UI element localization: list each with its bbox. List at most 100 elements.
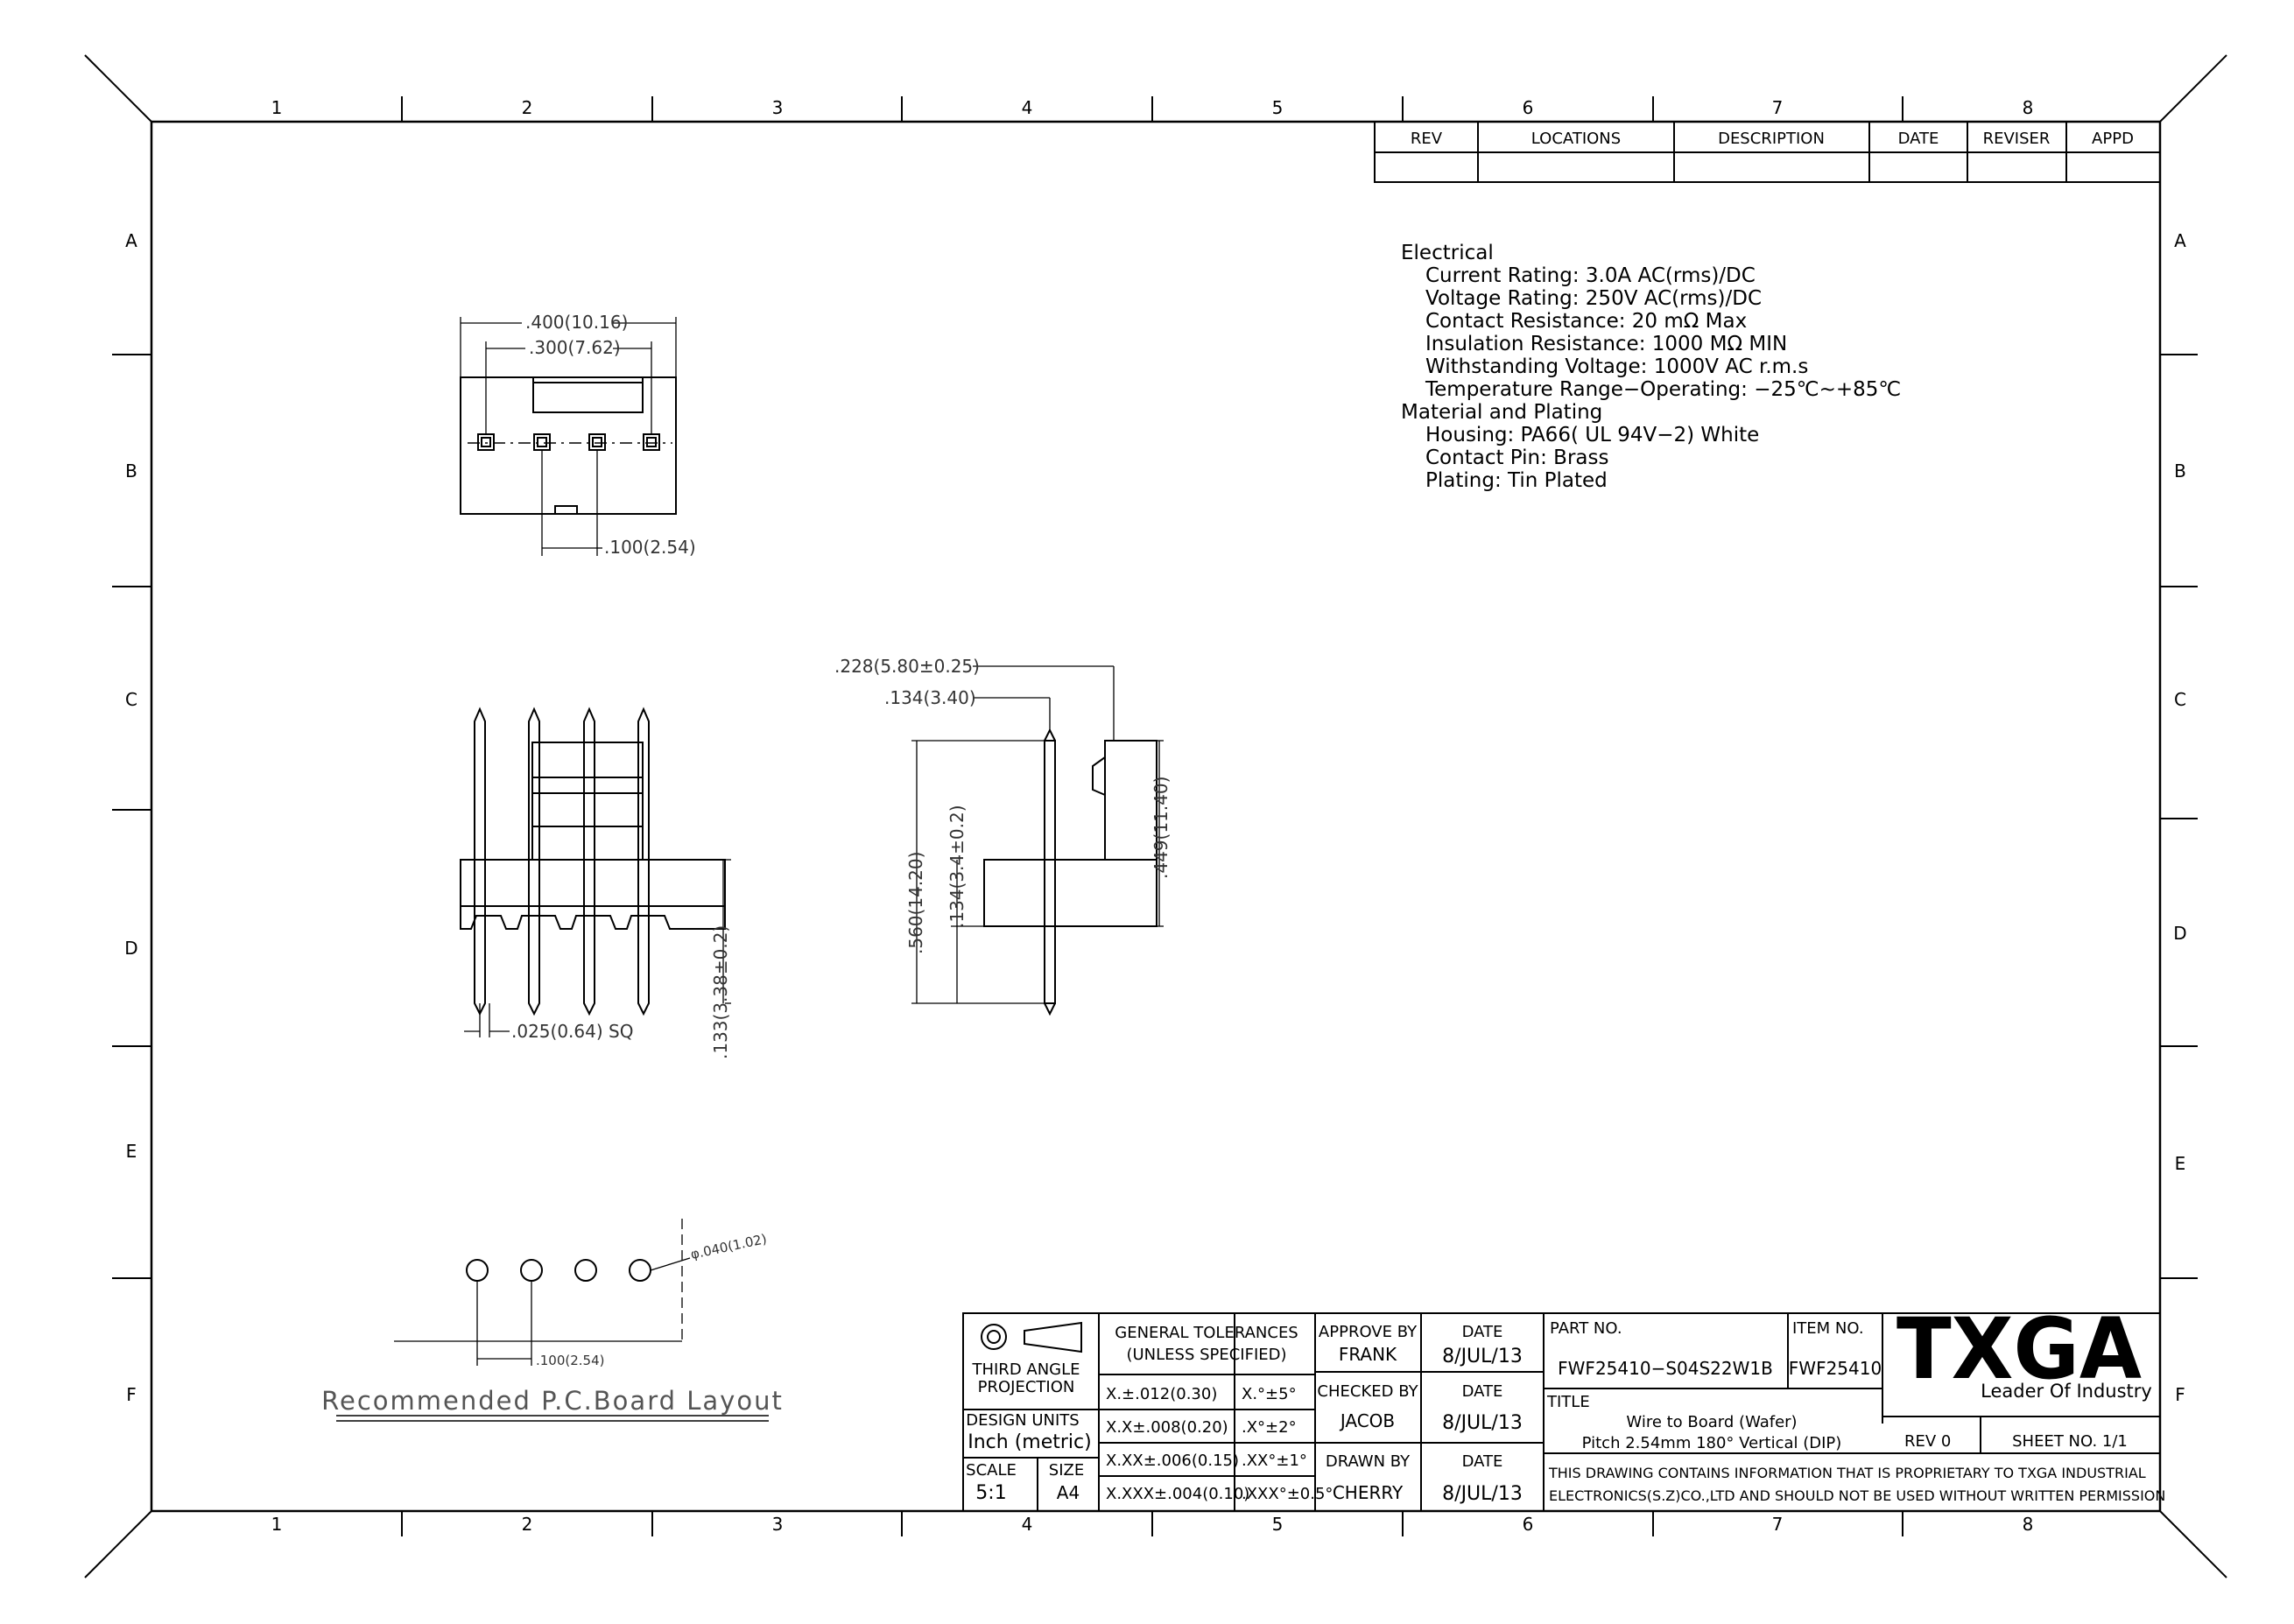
- connector-pin: [637, 707, 650, 1016]
- drawn-date-label: DATE: [1462, 1452, 1503, 1471]
- dim-side-lower: .134(3.4±0.2): [946, 805, 968, 928]
- connector-pin: [528, 707, 540, 1016]
- tolerance-linear: X.XXX±.004(0.10): [1106, 1485, 1249, 1503]
- rev-value: REV 0: [1904, 1432, 1951, 1451]
- approve-date-value: 8/JUL/13: [1442, 1346, 1523, 1367]
- zone-col-bottom-4: 4: [1022, 1514, 1033, 1535]
- drawn-by-name: CHERRY: [1333, 1482, 1404, 1503]
- zone-row-left-B: B: [125, 460, 137, 482]
- zone-col-top-5: 5: [1272, 97, 1284, 118]
- zone-col-bottom-3: 3: [772, 1514, 784, 1535]
- notice-line2: ELECTRONICS(S.Z)CO.,LTD AND SHOULD NOT B…: [1549, 1487, 2165, 1504]
- checked-by-label: CHECKED BY: [1317, 1382, 1418, 1401]
- rev-header-date: DATE: [1898, 130, 1939, 148]
- spec-line: Current Rating: 3.0A AC(rms)/DC: [1425, 264, 1756, 287]
- checked-date-label: DATE: [1462, 1382, 1503, 1401]
- item-no-label: ITEM NO.: [1792, 1319, 1864, 1338]
- checked-by-name: JACOB: [1339, 1410, 1395, 1431]
- dim-pcb-hole: φ.040(1.02): [689, 1231, 768, 1262]
- zone-row-left-E: E: [126, 1141, 137, 1162]
- spec-line: Electrical: [1401, 242, 1494, 264]
- zone-row-right-C: C: [2174, 689, 2186, 710]
- tolerance-angular: .XX°±1°: [1242, 1452, 1307, 1470]
- zone-row-left-C: C: [125, 689, 137, 710]
- part-no-value: FWF25410−S04S22W1B: [1558, 1358, 1773, 1379]
- projection-line2: PROJECTION: [978, 1378, 1075, 1396]
- zone-col-bottom-8: 8: [2023, 1514, 2034, 1535]
- zone-col-bottom-2: 2: [522, 1514, 533, 1535]
- pcb-layout-caption: Recommended P.C.Board Layout: [321, 1386, 784, 1416]
- scale-value: 5:1: [975, 1482, 1006, 1504]
- zone-row-left-F: F: [126, 1384, 137, 1405]
- zone-col-top-3: 3: [772, 97, 784, 118]
- zone-col-top-2: 2: [522, 97, 533, 118]
- rev-header-description: DESCRIPTION: [1718, 130, 1825, 148]
- zone-col-top-8: 8: [2023, 97, 2034, 118]
- size-value: A4: [1057, 1482, 1080, 1503]
- dim-pcb-pitch: .100(2.54): [536, 1353, 605, 1368]
- spec-line: Insulation Resistance: 1000 MΩ MIN: [1425, 333, 1787, 355]
- title-line2: Pitch 2.54mm 180° Vertical (DIP): [1582, 1434, 1842, 1452]
- spec-line: Material and Plating: [1401, 401, 1602, 424]
- rev-header-reviser: REVISER: [1983, 130, 2051, 148]
- zone-col-bottom-5: 5: [1272, 1514, 1284, 1535]
- connector-pin: [474, 707, 486, 1016]
- dim-top-inner: .300(7.62): [529, 337, 621, 358]
- title-block: THIRD ANGLE PROJECTION DESIGN UNITS Inch…: [962, 1300, 2165, 1512]
- dim-pin-square: .025(0.64) SQ: [511, 1021, 633, 1042]
- zone-col-bottom-7: 7: [1772, 1514, 1784, 1535]
- approve-by-name: FRANK: [1339, 1344, 1397, 1365]
- design-units-value: Inch (metric): [968, 1431, 1091, 1453]
- zone-row-left-A: A: [125, 230, 137, 251]
- logo-tagline: Leader Of Industry: [1981, 1381, 2152, 1402]
- revision-table: REV LOCATIONS DESCRIPTION DATE REVISER A…: [1374, 121, 2161, 183]
- notice-line1: THIS DRAWING CONTAINS INFORMATION THAT I…: [1548, 1465, 2146, 1481]
- logo-text: TXGA: [1896, 1300, 2142, 1398]
- rev-header-rev: REV: [1411, 130, 1443, 148]
- top-view: .400(10.16) .300(7.62) .100(2.54): [460, 312, 696, 558]
- zone-row-right-F: F: [2175, 1384, 2185, 1405]
- title-label: TITLE: [1546, 1393, 1590, 1411]
- rev-header-appd: APPD: [2092, 130, 2134, 148]
- zone-row-right-E: E: [2175, 1153, 2186, 1174]
- tolerance-angular: .XXX°±0.5°: [1242, 1485, 1333, 1503]
- design-units-label: DESIGN UNITS: [966, 1411, 1079, 1430]
- dim-side-total: .560(14.20): [905, 852, 926, 954]
- approve-date-label: DATE: [1462, 1323, 1503, 1341]
- txga-logo: TXGA Leader Of Industry: [1896, 1300, 2152, 1402]
- third-angle-projection-icon: [981, 1321, 1082, 1353]
- zone-col-top-6: 6: [1523, 97, 1534, 118]
- spec-line: Voltage Rating: 250V AC(rms)/DC: [1425, 287, 1762, 310]
- zone-labels: 1 2 3 4 5 6 7 8 1 2 3 4 5 6 7 8 A B C D …: [124, 97, 2186, 1535]
- tolerance-linear: X.XX±.006(0.15): [1106, 1452, 1239, 1470]
- zone-row-right-A: A: [2174, 230, 2186, 251]
- spec-line: Contact Pin: Brass: [1425, 446, 1608, 469]
- dim-front-tail: .133(3.38±0.2): [710, 925, 731, 1059]
- sheet-number: SHEET NO. 1/1: [2012, 1432, 2128, 1451]
- spec-line: Withstanding Voltage: 1000V AC r.m.s: [1425, 355, 1808, 378]
- side-view: [911, 665, 1164, 1016]
- dim-side-top-2: .134(3.40): [884, 687, 976, 708]
- spec-line: Plating: Tin Plated: [1425, 469, 1608, 492]
- zone-col-bottom-6: 6: [1523, 1514, 1534, 1535]
- zone-col-top-4: 4: [1022, 97, 1033, 118]
- zone-row-right-B: B: [2174, 460, 2186, 482]
- tolerance-linear: X.±.012(0.30): [1106, 1385, 1217, 1403]
- zone-row-right-D: D: [2173, 923, 2186, 944]
- front-view: [460, 707, 731, 1037]
- zone-row-left-D: D: [124, 938, 137, 959]
- rev-header-locations: LOCATIONS: [1531, 130, 1621, 148]
- spec-line: Contact Resistance: 20 mΩ Max: [1425, 310, 1747, 333]
- tolerance-angular: X.°±5°: [1242, 1385, 1297, 1403]
- tolerance-header-2: (UNLESS SPECIFIED): [1126, 1346, 1286, 1364]
- scale-label: SCALE: [966, 1461, 1017, 1480]
- drawn-date-value: 8/JUL/13: [1442, 1483, 1523, 1505]
- tolerance-header-1: GENERAL TOLERANCES: [1115, 1324, 1298, 1342]
- drawn-by-label: DRAWN BY: [1326, 1452, 1411, 1471]
- dim-side-top-1: .228(5.80±0.25): [834, 656, 980, 677]
- dim-side-height: .449(11.40): [1151, 777, 1172, 879]
- pcb-layout: [336, 1219, 769, 1422]
